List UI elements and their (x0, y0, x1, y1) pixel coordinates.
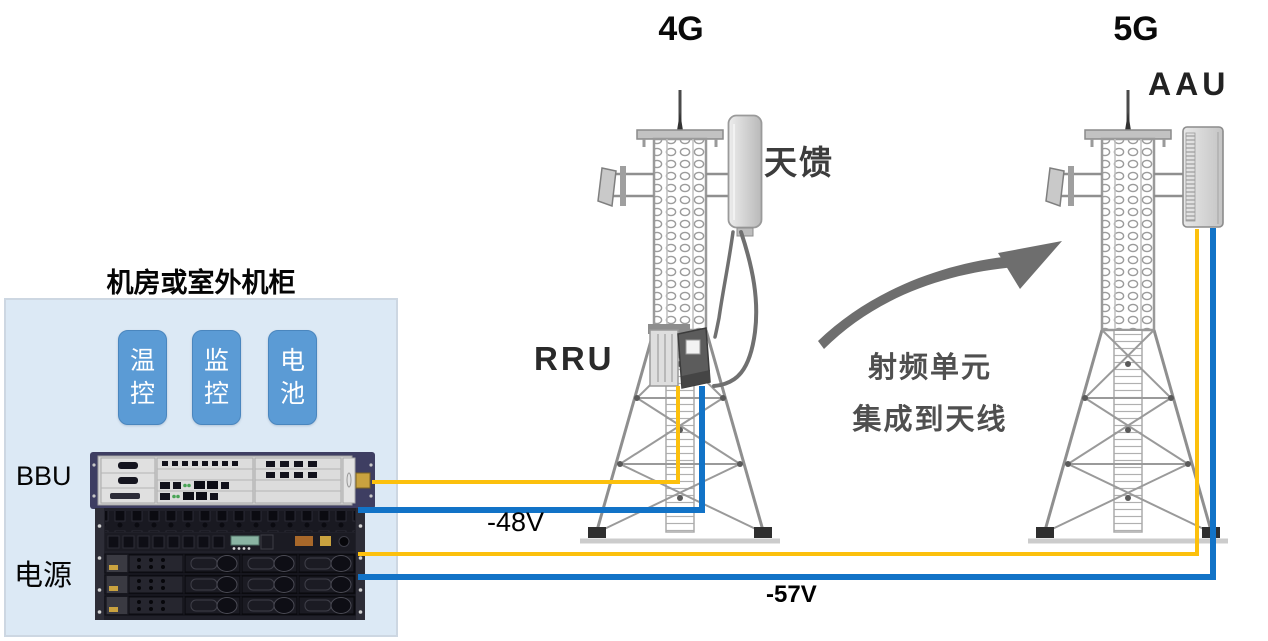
voltage-label-48v: -48V (487, 507, 545, 537)
curved-arrow-icon (818, 241, 1062, 349)
cabinet-title: 机房或室外机柜 (106, 268, 296, 298)
module-temperature-control: 温控 (118, 330, 167, 425)
rru-label: RRU (534, 340, 615, 377)
voltage-label-57v: -57V (766, 581, 817, 608)
generation-label-4g: 4G (658, 10, 704, 48)
generation-label-5g: 5G (1113, 10, 1159, 48)
power-label: 电源 (14, 560, 73, 592)
feeder-label: 天馈 (764, 144, 834, 181)
bbu-label: BBU (16, 461, 72, 491)
bbu-equipment-image (90, 452, 375, 509)
aau-label: AAU (1148, 66, 1230, 102)
aau-unit-graphic (1182, 126, 1224, 228)
power-equipment-image (95, 508, 365, 620)
annotation-rf-unit: 射频单元 (867, 352, 992, 384)
annotation-integrated-antenna: 集成到天线 (852, 404, 1008, 436)
module-monitoring: 监控 (192, 330, 241, 425)
module-battery: 电池 (268, 330, 317, 425)
antenna-feeder-unit (727, 114, 763, 237)
rru-unit-graphic (648, 324, 711, 389)
